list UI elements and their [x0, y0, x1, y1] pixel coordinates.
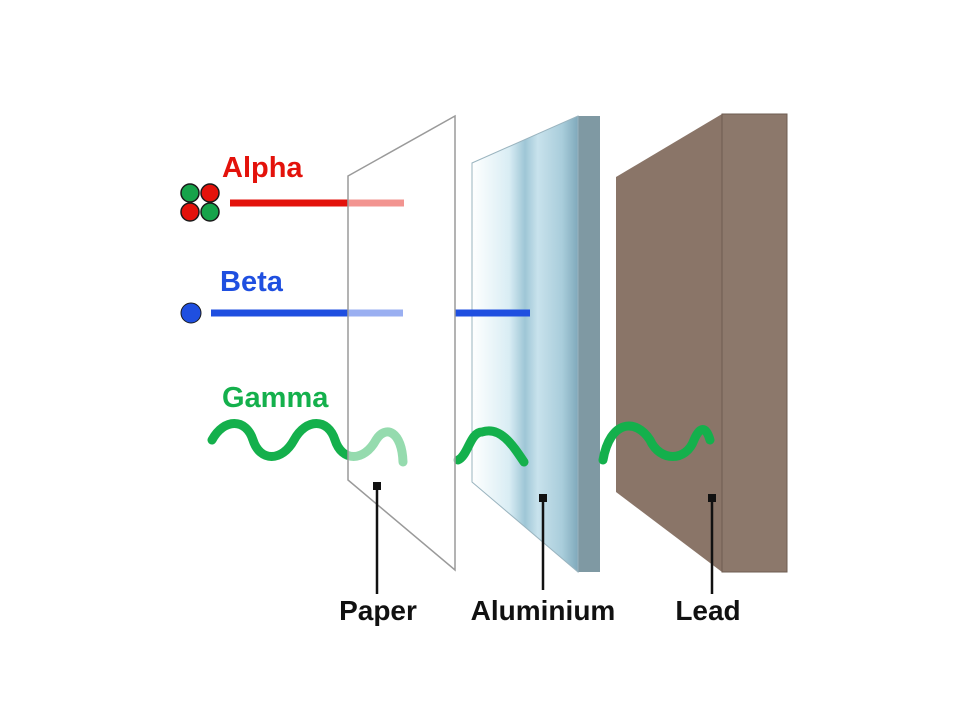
lead-face — [616, 114, 722, 572]
gamma-label: Gamma — [222, 382, 329, 414]
gamma-wave-segment — [598, 421, 715, 465]
paper-sheet — [347, 114, 456, 572]
lead-leader-dot — [708, 494, 716, 502]
gamma-wave-segment — [453, 426, 529, 467]
aluminium-label: Aluminium — [471, 595, 616, 626]
lead-label: Lead — [675, 595, 740, 626]
lead-front — [721, 113, 788, 573]
aluminium-leader-dot — [539, 494, 547, 502]
paper-label: Paper — [339, 595, 417, 626]
aluminium-face — [471, 115, 579, 574]
beta-group: Beta — [180, 266, 530, 324]
label-leaders — [373, 482, 716, 594]
beta-particle-icon — [180, 302, 202, 324]
aluminium-sheet — [471, 115, 600, 574]
lead-block — [616, 113, 788, 573]
paper-leader-dot — [373, 482, 381, 490]
beta-label: Beta — [220, 266, 284, 298]
alpha-particle-icon — [180, 183, 220, 222]
alpha-label: Alpha — [222, 152, 303, 184]
aluminium-side — [578, 116, 600, 572]
